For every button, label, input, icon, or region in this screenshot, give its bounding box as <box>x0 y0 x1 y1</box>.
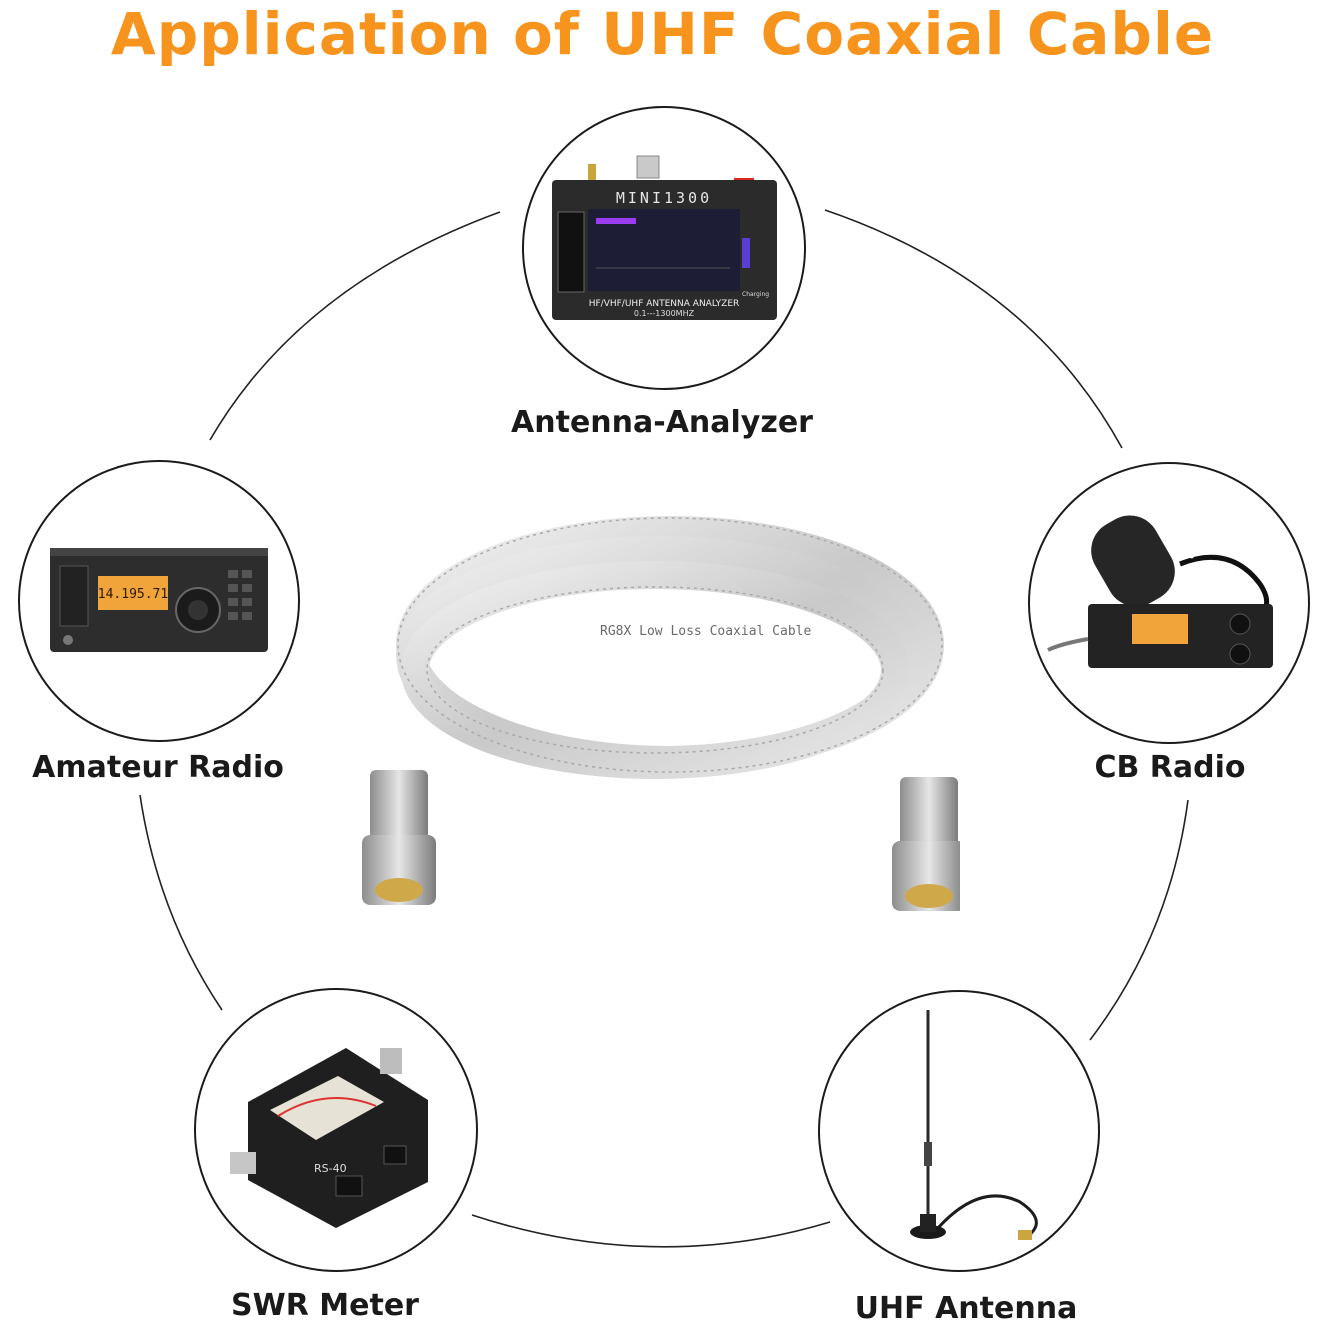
label-swr-meter: SWR Meter <box>231 1288 419 1323</box>
label-uhf-antenna: UHF Antenna <box>854 1291 1078 1325</box>
amateur-radio-icon: 14.195.71 <box>50 548 268 652</box>
cb-radio-bubble: Uniden <box>1028 462 1310 744</box>
amateur-radio-bubble: 14.195.71 <box>18 460 300 742</box>
antenna-analyzer-icon: MINI1300 HF/VHF/UHF ANTENNA ANALYZER 0.1… <box>552 155 777 320</box>
cable-print: RG8X Low Loss Coaxial Cable <box>600 624 811 639</box>
ring-arc-left <box>139 794 223 1011</box>
ring-arc-top-right <box>824 209 1123 449</box>
page-title: Application of UHF Coaxial Cable <box>110 0 1215 68</box>
coaxial-cable-icon: RG8X Low Loss Coaxial Cable <box>362 516 960 911</box>
uhf-antenna-icon <box>910 1010 1038 1240</box>
analyzer-brand: MINI1300 <box>616 189 712 207</box>
radio-display: 14.195.71 <box>98 587 168 602</box>
label-cb-radio: CB Radio <box>1094 750 1246 785</box>
uhf-antenna-bubble <box>818 990 1100 1272</box>
label-amateur-radio: Amateur Radio <box>32 750 284 785</box>
analyzer-caption: HF/VHF/UHF ANTENNA ANALYZER <box>589 299 740 309</box>
label-antenna-analyzer: Antenna-Analyzer <box>511 405 813 440</box>
swr-meter-icon: RS-40 <box>230 1048 428 1228</box>
ring-arc-right <box>1089 799 1189 1041</box>
analyzer-status: Charging <box>742 291 769 298</box>
ring-arc-bottom <box>471 1214 831 1248</box>
antenna-analyzer-bubble: MINI1300 HF/VHF/UHF ANTENNA ANALYZER 0.1… <box>522 106 806 390</box>
right-connector <box>892 777 960 911</box>
cb-radio-icon: Uniden <box>1047 515 1273 668</box>
analyzer-range: 0.1---1300MHZ <box>634 309 695 318</box>
swr-meter-bubble: RS-40 <box>194 988 478 1272</box>
left-connector <box>362 770 436 905</box>
swr-model: RS-40 <box>314 1162 347 1175</box>
ring-arc-top-left <box>209 211 501 441</box>
